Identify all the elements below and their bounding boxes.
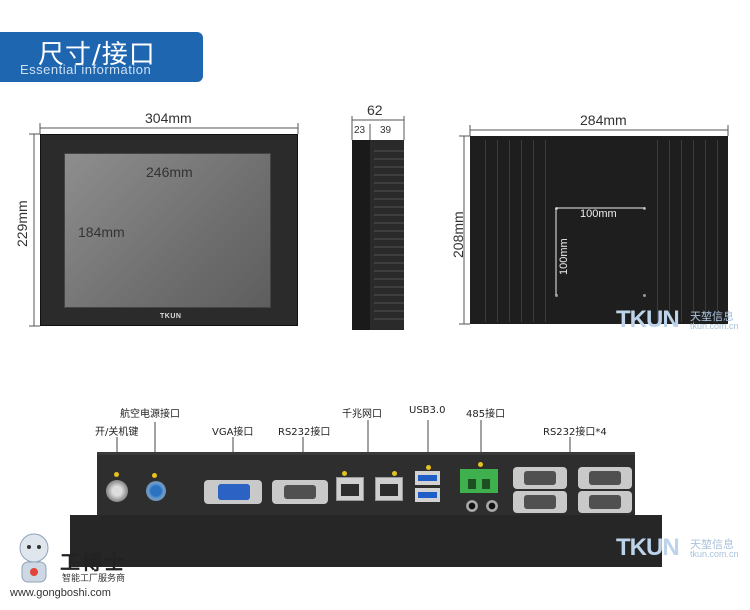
side-depth-back-label: 39 (380, 125, 392, 136)
brand-tagline: 智能工厂服务商 (62, 574, 126, 584)
screen-width-label: 246mm (146, 164, 193, 180)
watermark-logo-bottom: TKUN (616, 534, 680, 561)
brand-url: www.gongboshi.com (10, 587, 111, 599)
watermark-logo-top: TKUN (616, 306, 680, 333)
label-rs232x4: RS232接口*4 (543, 427, 607, 438)
back-height-label: 208mm (450, 211, 466, 258)
label-rs232: RS232接口 (278, 427, 331, 438)
vga-port-socket (218, 484, 250, 500)
aviation-power-connector (146, 481, 166, 501)
rs485-terminal (460, 469, 498, 493)
brand-name: 工博士 (60, 550, 126, 574)
label-power: 开/关机键 (95, 427, 139, 438)
power-button (106, 480, 128, 502)
side-depth-front-label: 23 (354, 125, 366, 136)
side-depth-label: 62 (367, 102, 383, 118)
watermark-cn-top: 天堃信息 (690, 310, 734, 323)
label-usb: USB3.0 (409, 405, 446, 416)
mascot-icon (19, 533, 49, 583)
watermark-cn-bottom: 天堃信息 (690, 538, 734, 551)
back-panel (470, 136, 728, 324)
label-vga: VGA接口 (212, 427, 254, 438)
vesa-markers (555, 207, 645, 295)
vesa-vertical-label: 100mm (558, 238, 570, 275)
io-panel-base (70, 515, 662, 567)
bezel-logo: TKUN (160, 313, 182, 320)
watermark-url-bottom: tkun.com.cn (690, 549, 739, 559)
section-header (0, 32, 203, 82)
label-485: 485接口 (466, 409, 506, 420)
label-lan: 千兆网口 (342, 409, 382, 420)
section-title: 尺寸/接口 (38, 40, 156, 70)
vesa-horizontal-label: 100mm (580, 208, 617, 220)
side-bezel (352, 140, 370, 330)
watermark-url-top: tkun.com.cn (690, 321, 739, 331)
label-aviation: 航空电源接口 (120, 409, 180, 420)
screen-height-label: 184mm (78, 224, 125, 240)
front-width-label: 304mm (145, 110, 192, 126)
display-screen (64, 153, 271, 308)
front-height-label: 229mm (14, 200, 30, 247)
rs232-port-socket (284, 485, 316, 499)
section-subtitle: Essential information (20, 62, 152, 77)
back-width-label: 284mm (580, 112, 627, 128)
